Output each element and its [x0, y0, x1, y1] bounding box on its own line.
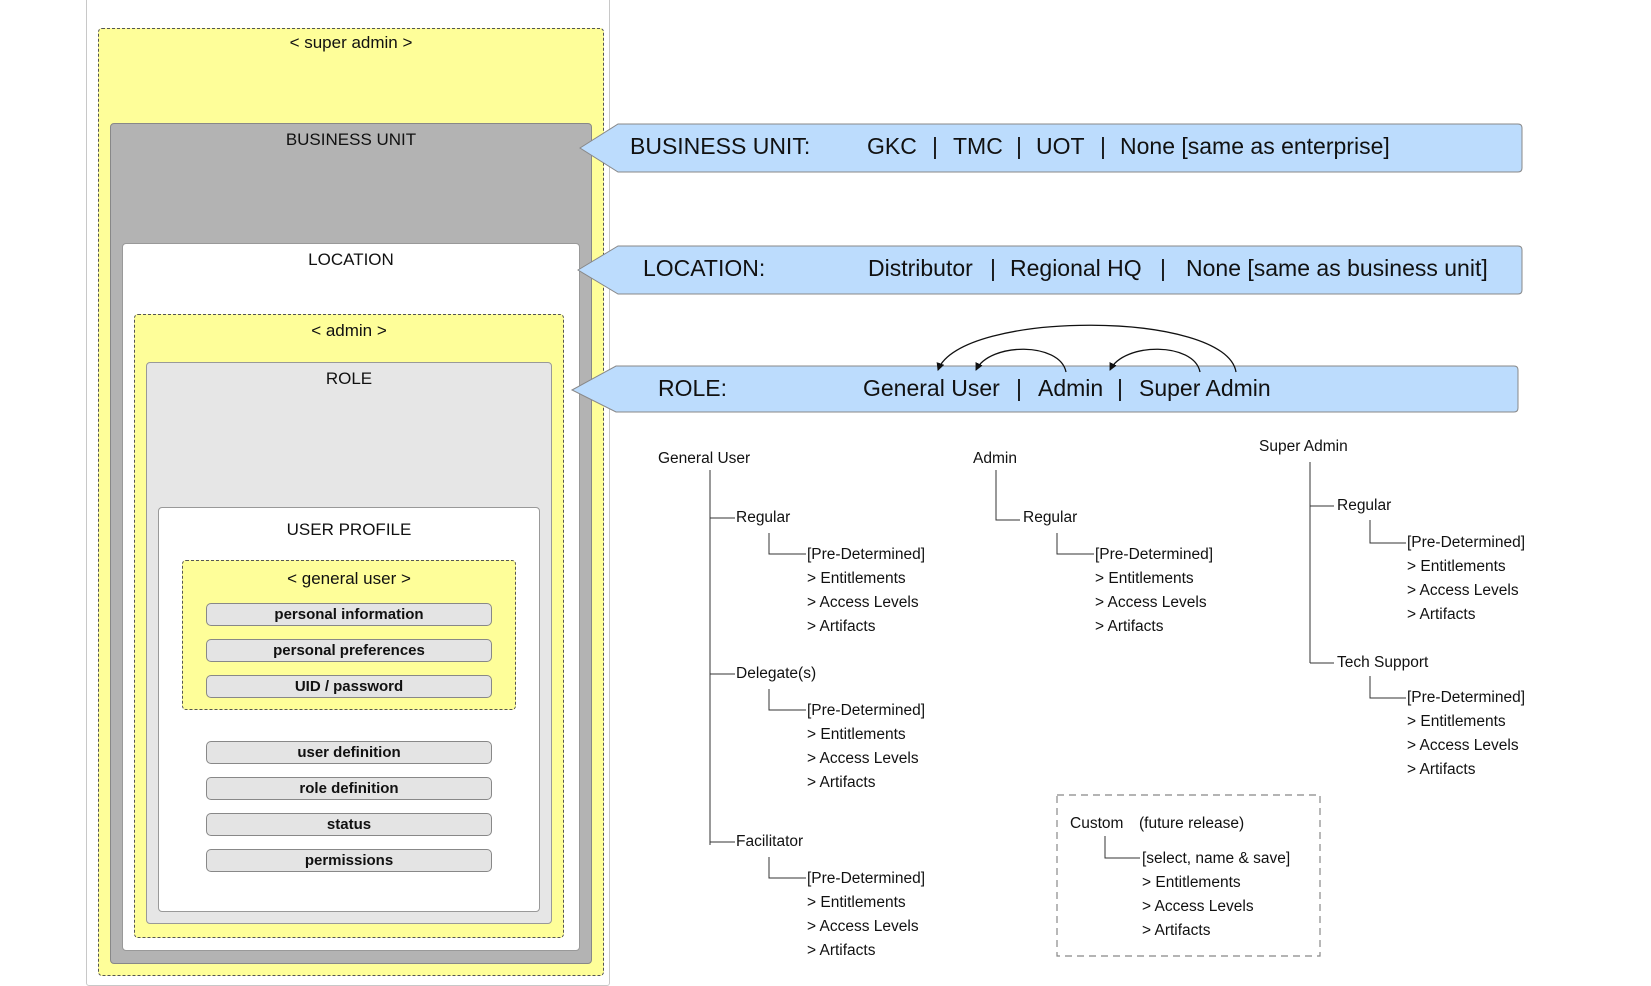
tree-item: > Access Levels [807, 594, 919, 611]
tree-branch-delegates: Delegate(s) [736, 665, 817, 682]
arrow-admin-to-general-user [975, 348, 1067, 373]
tree-item: [Pre-Determined] [807, 702, 926, 719]
location-option-distributor: Distributor [868, 255, 973, 281]
role-separator: | [1016, 375, 1022, 401]
tree-item: > Access Levels [1095, 594, 1207, 611]
user-definition-item: user definition [206, 741, 492, 764]
tree-item: [Pre-Determined] [807, 546, 926, 563]
business-unit-option-gkc: GKC [867, 133, 917, 159]
tree-item: [select, name & save] [1142, 850, 1291, 867]
tree-item: [Pre-Determined] [1407, 534, 1526, 551]
location-banner [577, 245, 1523, 295]
tree-item: > Entitlements [807, 726, 906, 743]
tree-branch-facilitator: Facilitator [736, 833, 804, 850]
business-unit-banner-title: BUSINESS UNIT: [630, 133, 811, 159]
tree-item: > Entitlements [1407, 713, 1506, 730]
tree-item: [Pre-Determined] [807, 870, 926, 887]
tree-branch-regular: Regular [1337, 497, 1392, 514]
role-banner [570, 365, 1519, 413]
tree-item: > Artifacts [807, 942, 876, 959]
business-unit-option-tmc: TMC [953, 133, 1003, 159]
tree-item: > Access Levels [807, 750, 919, 767]
location-separator: | [1160, 255, 1166, 281]
tree-item: > Artifacts [1095, 618, 1164, 635]
tree-item: > Entitlements [807, 570, 906, 587]
tree-item: > Artifacts [1142, 922, 1211, 939]
tree-item: > Entitlements [1142, 874, 1241, 891]
role-option-super-admin: Super Admin [1139, 375, 1271, 401]
tree-item: > Entitlements [1407, 558, 1506, 575]
tree-item: > Artifacts [1407, 606, 1476, 623]
tree-item: [Pre-Determined] [1407, 689, 1526, 706]
tree-item: > Access Levels [807, 918, 919, 935]
personal-information-item: personal information [206, 603, 492, 626]
tree-root-super-admin: Super Admin [1259, 438, 1348, 455]
custom-root: Custom [1070, 815, 1124, 832]
role-option-admin: Admin [1038, 375, 1104, 401]
role-option-general-user: General User [863, 375, 1000, 401]
tree-item: > Access Levels [1407, 737, 1519, 754]
arrow-super-admin-to-admin [1109, 348, 1201, 373]
tree-item: > Access Levels [1407, 582, 1519, 599]
business-unit-separator: | [932, 133, 938, 159]
tree-branch-tech-support: Tech Support [1337, 654, 1429, 671]
custom-box [1056, 794, 1321, 957]
super-admin-label: < super admin > [289, 33, 413, 52]
business-unit-option-none: None [same as enterprise] [1120, 133, 1390, 159]
role-banner-title: ROLE: [658, 375, 728, 401]
custom-note: (future release) [1139, 815, 1245, 832]
personal-preferences-item: personal preferences [206, 639, 492, 662]
arrow-super-admin-to-general-user [936, 324, 1237, 373]
business-unit-banner [579, 123, 1523, 173]
business-unit-label: BUSINESS UNIT [285, 130, 417, 149]
general-user-label: < general user > [287, 569, 411, 588]
tree-branch-regular: Regular [1023, 509, 1078, 526]
tree-root-general-user: General User [658, 450, 751, 467]
tree-root-admin: Admin [973, 450, 1017, 467]
location-separator: | [990, 255, 996, 281]
user-profile-label: USER PROFILE [286, 520, 412, 539]
location-option-none: None [same as business unit] [1186, 255, 1488, 281]
admin-label: < admin > [311, 321, 387, 340]
business-unit-separator: | [1016, 133, 1022, 159]
status-item: status [206, 813, 492, 836]
tree-item: > Artifacts [1407, 761, 1476, 778]
role-separator: | [1117, 375, 1123, 401]
tree-item: > Entitlements [1095, 570, 1194, 587]
location-banner-title: LOCATION: [643, 255, 766, 281]
tree-item: > Entitlements [807, 894, 906, 911]
location-label: LOCATION [308, 250, 394, 269]
tree-item: > Artifacts [807, 774, 876, 791]
business-unit-option-uot: UOT [1036, 133, 1085, 159]
tree-item: > Artifacts [807, 618, 876, 635]
location-option-regional-hq: Regional HQ [1010, 255, 1142, 281]
business-unit-separator: | [1100, 133, 1106, 159]
uid-password-item: UID / password [206, 675, 492, 698]
tree-branch-regular: Regular [736, 509, 791, 526]
tree-item: [Pre-Determined] [1095, 546, 1214, 563]
tree-item: > Access Levels [1142, 898, 1254, 915]
permissions-item: permissions [206, 849, 492, 872]
role-label: ROLE [325, 369, 373, 388]
role-definition-item: role definition [206, 777, 492, 800]
